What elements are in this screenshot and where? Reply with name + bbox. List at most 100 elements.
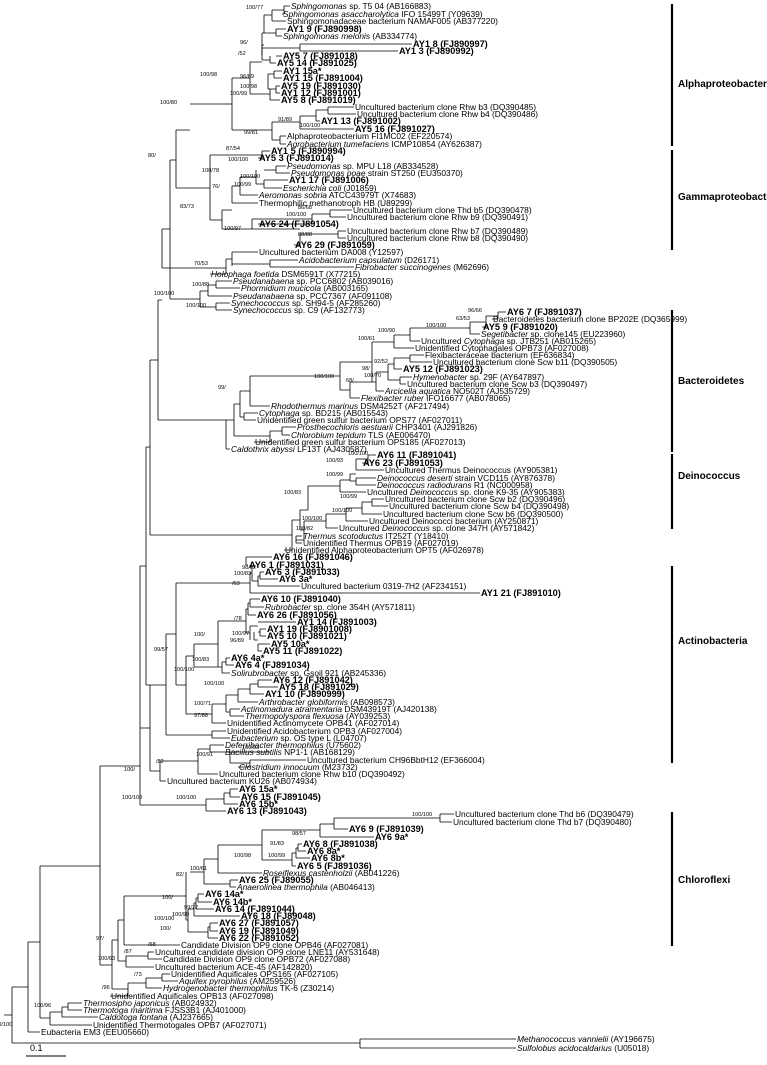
taxon-label: AY1 9 (FJ890998) [287, 24, 362, 34]
taxon-label: Methanococcus vannielii (AY196675) [517, 1034, 655, 1044]
taxon-label-part: AY1 15 (FJ891004) [283, 73, 363, 83]
taxon-label-part: Sphingomonadaceae bacterium NAMAF005 (AB… [287, 16, 498, 26]
taxon-label: AY1 14 (FJ891003) [297, 617, 377, 627]
bootstrap-value: 96/89 [230, 638, 244, 644]
taxon-label-part: sp. clone 354H (AY571811) [311, 602, 415, 612]
taxon-label-part: IFO 15499T (Y09639) [399, 9, 483, 19]
taxon-label-part: AY6 3a* [279, 574, 313, 584]
clade-label: Deinococcus [678, 471, 741, 482]
taxon-label-part: Deinococcus radiodurans [377, 480, 472, 490]
taxon-label-part: AY6 10 (FJ891040) [261, 594, 341, 604]
taxon-label: Uncultured bacterium clone Scw b3 (DQ390… [407, 379, 587, 389]
bootstrap-value: 100/98 [200, 72, 217, 78]
taxon-label: Pseudomonas poae strain ST250 (EU350370) [291, 168, 463, 178]
taxon-label-part: Arcicella aquatica [384, 386, 451, 396]
taxon-label: Hydrogenobacter thermophilus TK-6 (Z3021… [163, 983, 334, 993]
bootstrap-value: 91/83 [270, 841, 284, 847]
taxon-label: AY1 12 (FJ891001) [281, 88, 361, 98]
bootstrap-value: 100/97 [232, 631, 249, 637]
taxon-label-part: sp. C9 (AF132773) [292, 305, 365, 315]
bootstrap-value: 100/100 [332, 508, 352, 514]
taxon-label: Unidentified green sulfur bacterium OPS7… [257, 415, 462, 425]
taxon-label-part: DSM4252T (AF217494) [358, 401, 449, 411]
taxon-label: Sphingomonas melonis (AB334774) [283, 31, 417, 41]
bootstrap-value: 70/53 [194, 261, 208, 267]
taxon-label-part: (J01859) [341, 183, 377, 193]
taxon-label: AY6 8b* [311, 853, 345, 863]
taxon-label-part: Uncultured bacterium CH96BbtH12 (EF36600… [307, 755, 485, 765]
taxon-label-part: Uncultured bacterium ACE-45 (AF142820) [155, 962, 313, 972]
taxon-label-part: AY1 10 (FJ890999) [265, 689, 345, 699]
taxon-label-part: AY6 9a* [375, 832, 409, 842]
taxon-label-part: Actinomadura atramentaria [240, 704, 342, 714]
taxon-label-part: AY6 25 (FJ89055) [239, 875, 314, 885]
taxon-label-part: Uncultured [339, 523, 382, 533]
bootstrap-value: 97/88 [194, 713, 208, 719]
taxon-label-part: Acidobacterium capsulatum [298, 255, 402, 265]
taxon-label-part: AY1 17 (FJ891006) [289, 175, 369, 185]
bootstrap-value: 100/61 [190, 866, 207, 872]
taxon-label: AY5 10 (FJ891021) [267, 631, 347, 641]
taxon-label-part: Alphaproteobacterium FI1MC02 (EF220574) [287, 131, 452, 141]
bootstrap-value: 100/99 [172, 912, 189, 918]
taxon-label-part: Uncultured bacterium clone Rhw b3 (DQ390… [355, 102, 536, 112]
bootstrap-value: 100/78 [202, 168, 219, 174]
taxon-label-part: Cytophaga [464, 336, 505, 346]
taxon-label-part: Thermotoga maritima [83, 1005, 163, 1015]
taxon-label: Unidentified Alphaproteobacterium OPT5 (… [285, 545, 484, 555]
taxon-label: AY6 24 (FJ891054) [259, 219, 339, 229]
taxon-label: AY6 19 (FJ891049) [219, 926, 299, 936]
taxon-label: Deinococcus radiodurans R1 (NC000958) [377, 480, 533, 490]
taxon-label: AY6 23 (FJ891053) [363, 458, 443, 468]
taxon-label-part: AY5 3 (FJ891014) [259, 153, 334, 163]
taxon-label: Uncultured bacterium clone Rhw b10 (DQ39… [219, 769, 405, 779]
bootstrap-value: 100/61 [358, 336, 375, 342]
taxon-label-part: Deferribacter thermophilus [225, 740, 324, 750]
bootstrap-value: 100/ [124, 767, 135, 773]
taxon-label-part: Arthrobacter globiformis [258, 697, 349, 707]
bootstrap-value: 82/ [176, 872, 184, 878]
taxon-label-part: (D26171) [402, 255, 439, 265]
taxon-label-part: AY1 8 (FJ890997) [413, 39, 488, 49]
taxon-label: AY5 14 (FJ891025) [277, 58, 357, 68]
bootstrap-value: 100/90 [378, 328, 395, 334]
bootstrap-value: 100/100 [186, 303, 206, 309]
taxon-label-part: AY1 5 (FJ890994) [271, 146, 346, 156]
taxon-label-part: AY6 14 (FJ891044) [215, 904, 295, 914]
taxon-label-part: AY6 13 (FJ891043) [227, 806, 307, 816]
taxon-label-part: Roseiflexus castenholzii [263, 868, 354, 878]
bootstrap-value: /68 [148, 942, 156, 948]
taxon-label-part: AY5 12 (FJ891023) [403, 364, 483, 374]
taxon-label-part: Uncultured bacterium clone Rhw b7 (DQ390… [347, 226, 528, 236]
taxon-label-part: sp. SH94-5 (AF285260) [290, 298, 381, 308]
taxon-label: Unidentified Actinomycete OPB41 (AF02701… [227, 718, 399, 728]
bootstrap-value: /73 [134, 972, 142, 978]
taxon-label: Cytophaga sp. BD215 (AB015543) [259, 408, 388, 418]
taxon-label: AY6 22 (FJ891052) [219, 933, 299, 943]
taxon-label-part: sp. Gsoil 921 (AB245336) [288, 668, 386, 678]
taxon-label: AY1 15 (FJ891004) [283, 73, 363, 83]
taxon-label: Fibrobacter succinogenes (M62696) [355, 262, 489, 272]
taxon-label: Thermophilic methanotroph HB (U89299) [259, 198, 412, 208]
taxon-label-part: AY6 8a* [307, 846, 341, 856]
taxon-label-part: Uncultured [367, 487, 410, 497]
taxon-label: AY5 8 (FJ891019) [281, 95, 356, 105]
bootstrap-value: 99/81 [244, 130, 258, 136]
bootstrap-value: 100/ [160, 926, 171, 932]
taxon-label: Uncultured bacterium clone Rhw b7 (DQ390… [347, 226, 528, 236]
bootstrap-value: 88/88 [298, 232, 312, 238]
taxon-label-part: AY6 9 (FJ891039) [349, 824, 424, 834]
taxon-label-part: Uncultured [421, 336, 464, 346]
taxon-label: Uncultured bacterium ACE-45 (AF142820) [155, 962, 313, 972]
taxon-label-part: AY6 8b* [311, 853, 345, 863]
taxon-label-part: Segetibacter [481, 329, 529, 339]
taxon-label-part: Rhodothermus marinus [271, 401, 359, 411]
taxon-label: Synechococcus sp. SH94-5 (AF285260) [231, 298, 381, 308]
taxon-label: Arthrobacter globiformis (AB098573) [258, 697, 395, 707]
taxon-label-part: AY1 15a* [283, 66, 322, 76]
taxon-label: AY5 19 (FJ891030) [281, 81, 361, 91]
taxon-label-part: Deinococcus [410, 487, 459, 497]
taxon-label: AY6 8 (FJ891038) [303, 839, 378, 849]
bootstrap-value: 100/99 [230, 91, 247, 97]
taxon-label: AY1 13 (FJ891002) [321, 116, 401, 126]
